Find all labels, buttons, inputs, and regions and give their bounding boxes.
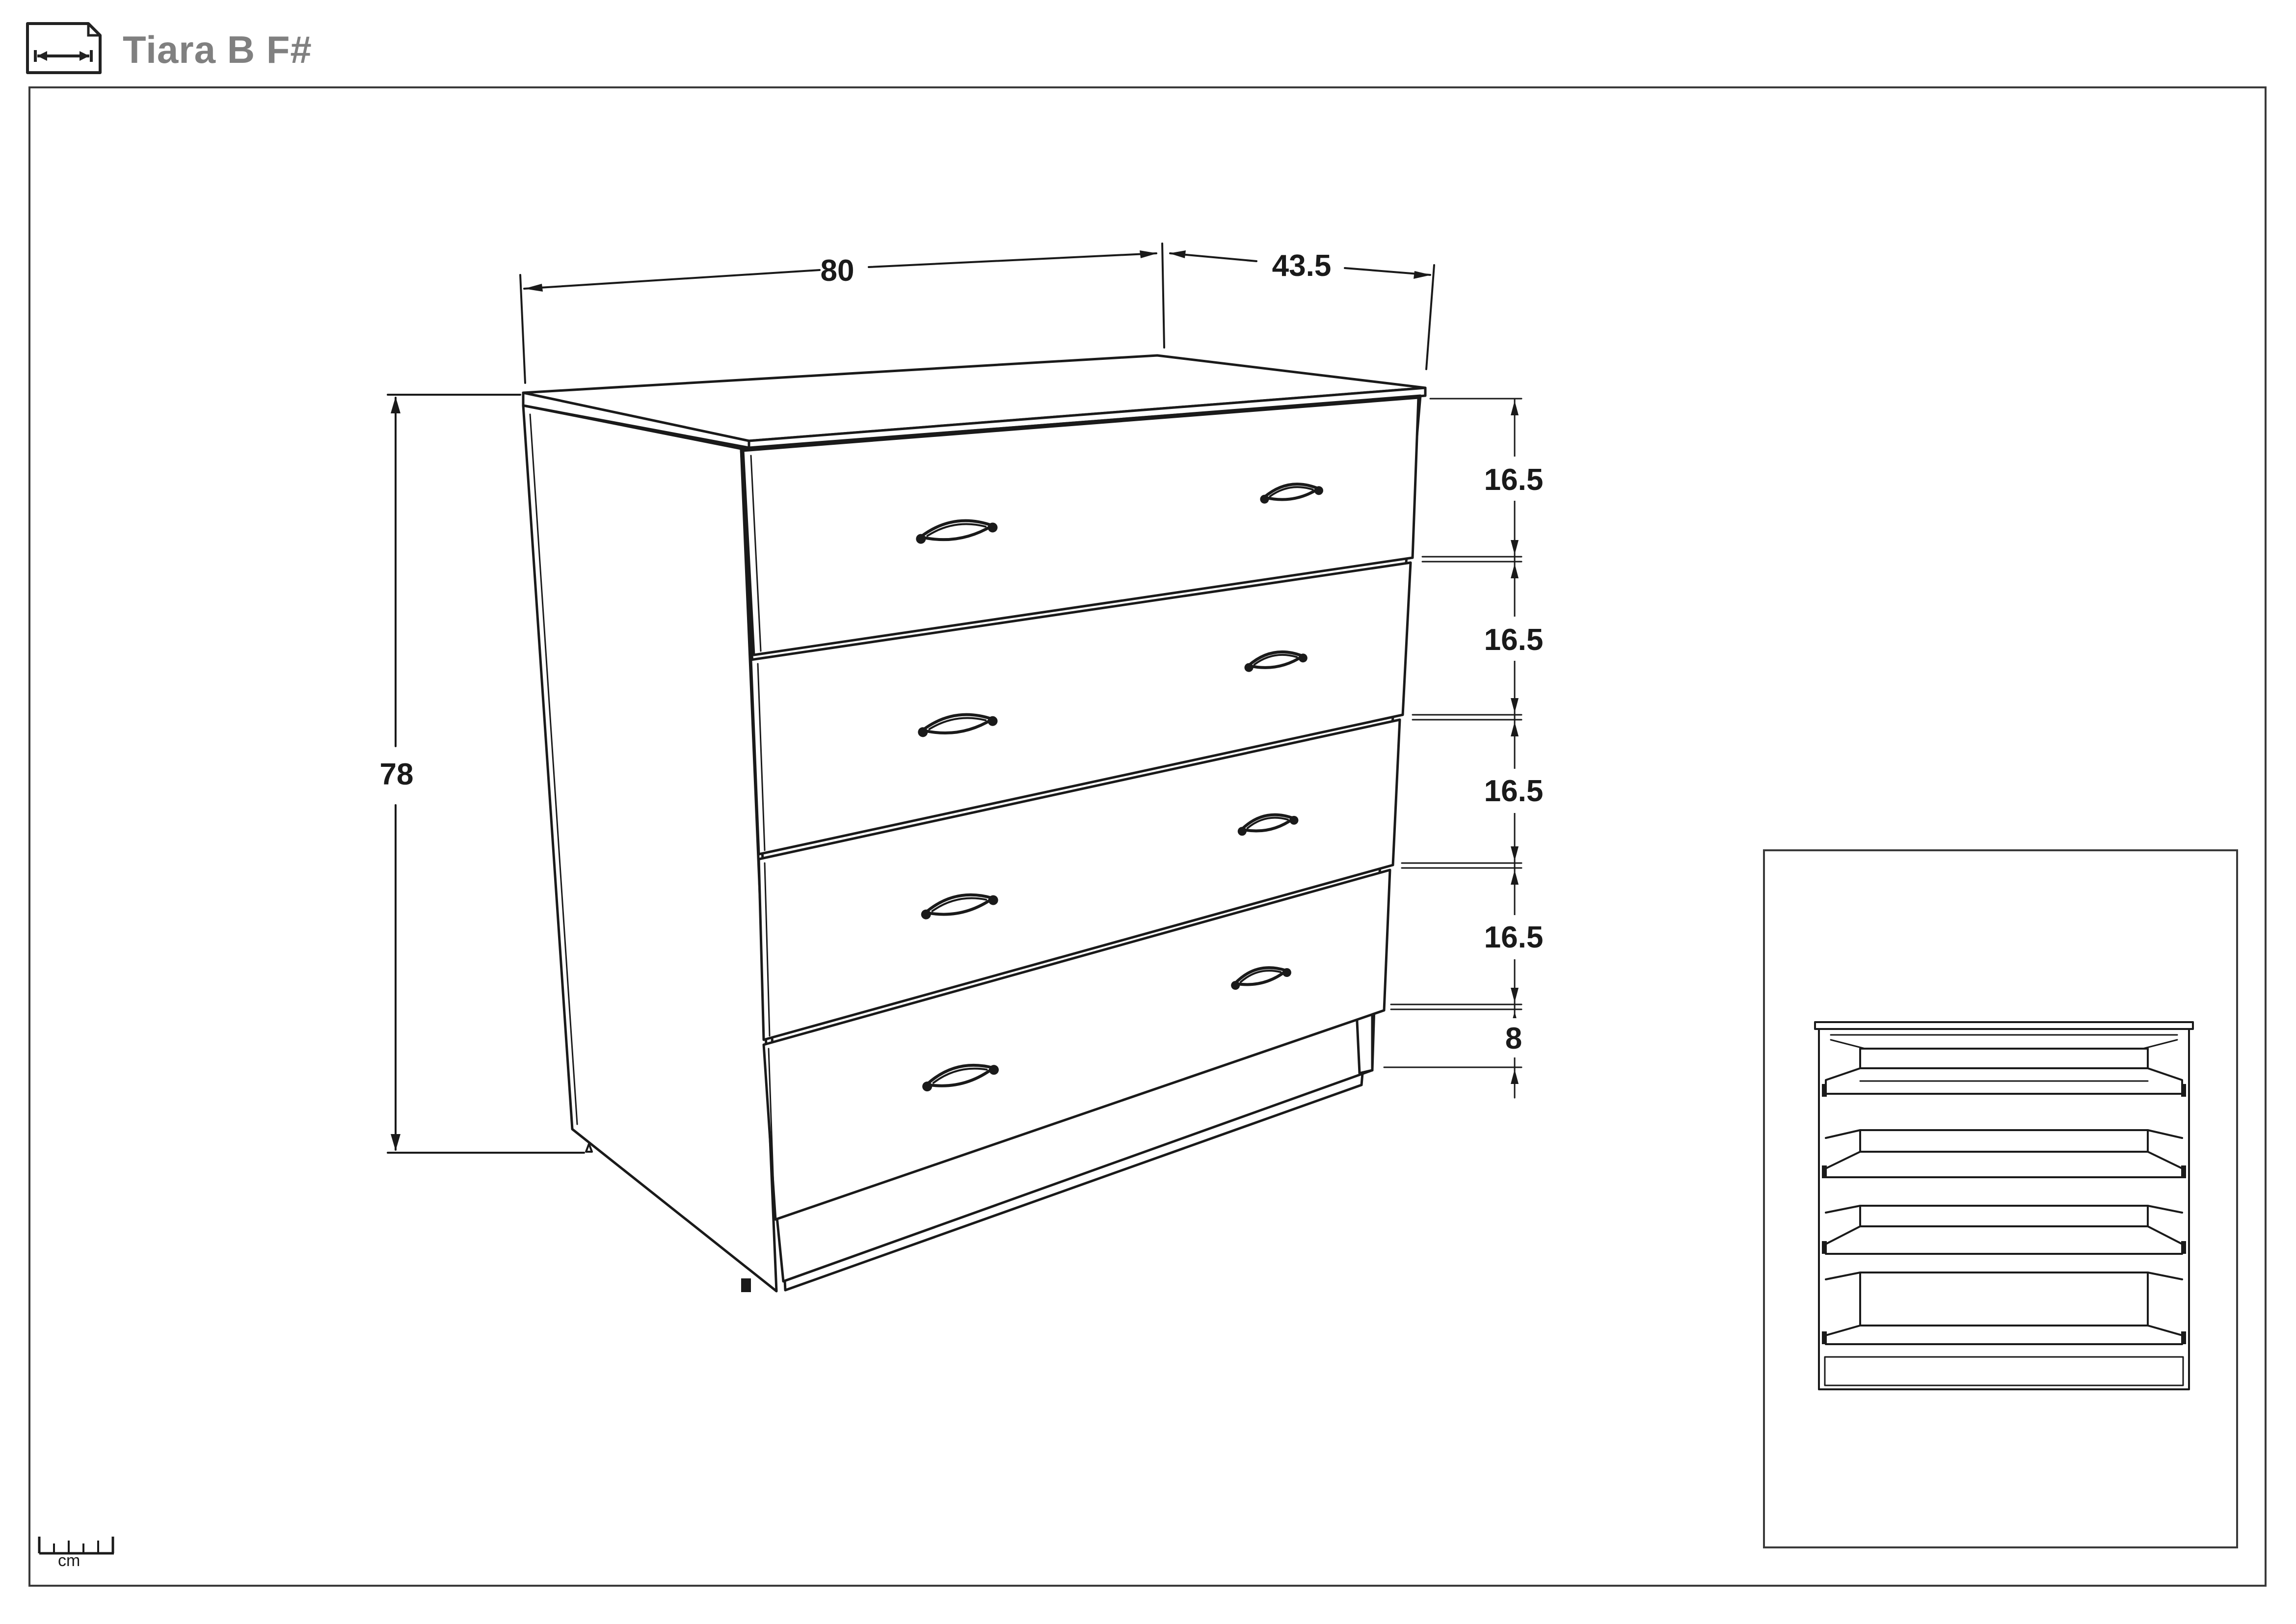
handle-icon	[921, 893, 998, 920]
drawer-3-height-label: 16.5	[1484, 774, 1544, 808]
handle-icon	[922, 1064, 999, 1092]
depth-label: 43.5	[1272, 249, 1332, 283]
drawer-1-height-label: 16.5	[1484, 463, 1544, 497]
handle-icon	[1260, 483, 1323, 504]
plinth-height-label: 8	[1505, 1022, 1522, 1056]
handle-icon	[1244, 650, 1308, 672]
thumbnail-frame	[1763, 849, 2238, 1548]
drawer-height-dimensions: 16.5 16.5 16.5 16.5 8	[1383, 398, 1551, 1099]
product-title: Tiara B F#	[123, 28, 312, 71]
width-dimension: 80	[519, 243, 1165, 384]
drawer-2	[749, 561, 1412, 856]
ruler-unit-label: cm	[58, 1551, 80, 1570]
handle-icon	[1231, 966, 1291, 990]
drawer-4-height-label: 16.5	[1484, 920, 1544, 954]
handle-icon	[1237, 813, 1299, 836]
width-label: 80	[821, 254, 854, 288]
height-label: 78	[380, 758, 414, 791]
main-drawing-frame	[28, 86, 2267, 1587]
drawer-3	[757, 718, 1401, 1041]
drawer-handles	[916, 483, 1323, 1092]
depth-dimension: 43.5	[1169, 249, 1435, 370]
drawer-2-height-label: 16.5	[1484, 623, 1544, 657]
handle-icon	[918, 713, 998, 737]
open-drawers-view	[1814, 1021, 2194, 1390]
ruler-icon	[38, 1537, 114, 1555]
drawer-4	[762, 868, 1391, 1221]
handle-icon	[916, 519, 998, 544]
height-dimension: 78	[380, 394, 585, 1154]
drawer-1	[742, 396, 1420, 656]
width-measure-icon	[26, 22, 102, 74]
